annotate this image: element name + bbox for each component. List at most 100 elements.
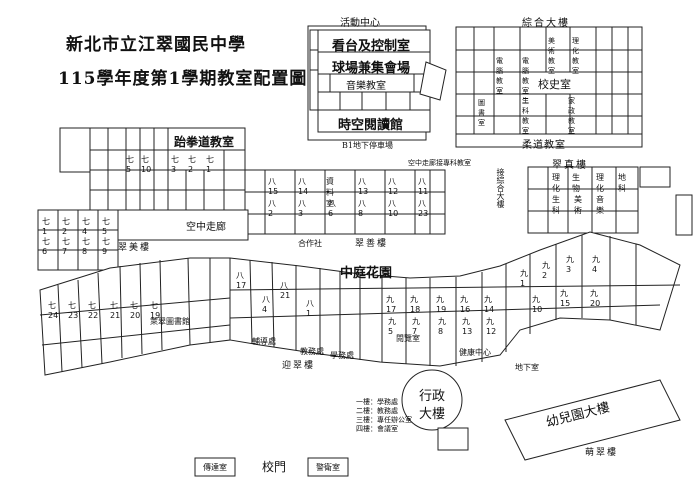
- label-mengcui: 萌翠樓: [585, 448, 619, 458]
- room: 生科教室: [522, 97, 529, 135]
- room: 九17: [386, 295, 397, 314]
- label-yingcui: 迎翠樓: [282, 361, 316, 371]
- cuishan-building: [244, 169, 446, 235]
- label-b1-parking: B1地下停車場: [342, 141, 393, 150]
- room: 八14: [298, 177, 309, 196]
- label-garden: 中庭花園: [340, 266, 393, 281]
- taekwondo-block: [59, 127, 246, 213]
- room: 生物: [572, 173, 580, 193]
- room: 九7: [412, 317, 420, 336]
- room: 九14: [484, 295, 495, 314]
- label-rouda: 柔道教室: [522, 140, 566, 151]
- room: 七20: [130, 301, 141, 320]
- room: 九19: [436, 295, 447, 314]
- room: 七5: [102, 217, 110, 236]
- label-music-room: 音樂教室: [346, 81, 386, 92]
- room: 地科: [618, 173, 626, 193]
- room: 七2: [188, 155, 196, 174]
- room: 家政教室: [568, 97, 575, 135]
- room: 八21: [280, 281, 291, 300]
- room: 八13: [358, 177, 369, 196]
- gate-area: [194, 457, 349, 477]
- room: 八2: [268, 199, 276, 218]
- room: 九1: [520, 269, 528, 288]
- room: 九10: [532, 295, 543, 314]
- room: 八3: [298, 199, 306, 218]
- label-link-zonghe: 接綜合大樓: [496, 168, 505, 208]
- label-stage-control: 看台及控制室: [332, 39, 411, 54]
- room: 七23: [68, 301, 79, 320]
- room: 九8: [438, 317, 446, 336]
- room: 八6: [328, 199, 336, 218]
- label-meeting: 閱覽室: [396, 334, 420, 343]
- label-east-exit: 地下室: [515, 363, 539, 372]
- room: 八17: [236, 271, 247, 290]
- room: 七8: [82, 237, 90, 256]
- room: 七3: [171, 155, 179, 174]
- room: 九5: [388, 317, 396, 336]
- label-time-reading: 時空閱讀館: [338, 118, 404, 133]
- room: 美術教室: [548, 37, 555, 75]
- admin-building: [401, 369, 469, 451]
- label-zonghe: 綜合大樓: [522, 18, 570, 29]
- room: 九18: [410, 295, 421, 314]
- label-students: 學務處: [330, 351, 354, 360]
- room: 資料室: [326, 177, 334, 208]
- air-corridor-diagonal: [419, 61, 447, 101]
- label-air-corridor: 空中走廊: [186, 222, 226, 233]
- room: 八1: [306, 299, 314, 318]
- label-health: 健康中心: [459, 348, 491, 357]
- label-school-history: 校史室: [538, 78, 571, 91]
- room: 理化: [596, 173, 604, 193]
- label-admin: 行政大樓: [418, 389, 445, 422]
- cuizhen-building: [527, 166, 693, 236]
- room: 七10: [141, 155, 152, 174]
- floor-legend: 一樓：學務處 二樓：教務處 三樓：專任辦公室 四樓：會議室: [356, 398, 412, 434]
- yingcui-block: [37, 209, 249, 271]
- label-air-corridor-link: 空中走廊接專科教室: [408, 159, 471, 167]
- cuizhi-chain: [229, 231, 681, 367]
- room: 電腦教室二: [522, 57, 529, 105]
- kindergarten-building: [504, 379, 681, 461]
- room: 九15: [560, 289, 571, 308]
- label-activity-center: 活動中心: [340, 18, 380, 29]
- room: 九3: [566, 255, 574, 274]
- legend-item: 三樓：專任辦公室: [356, 416, 412, 424]
- title-line-2: 115學年度第1學期教室配置圖: [58, 69, 308, 89]
- room: 七1: [42, 217, 50, 236]
- room: 理化: [552, 173, 560, 193]
- room: 電腦教室: [496, 57, 503, 95]
- room: 九20: [590, 289, 601, 308]
- label-counseling: 輔導處: [252, 337, 276, 346]
- label-cuizhen: 翠真樓: [552, 160, 588, 171]
- label-cuimei: 翠美樓: [118, 243, 152, 253]
- label-cooperative: 合作社: [298, 239, 322, 248]
- room: 八4: [262, 295, 270, 314]
- room: 七24: [48, 301, 59, 320]
- room: 八12: [388, 177, 399, 196]
- room: 七6: [42, 237, 50, 256]
- room: 八10: [388, 199, 399, 218]
- room: 七5: [126, 155, 134, 174]
- room: 七21: [110, 301, 121, 320]
- room: 八23: [418, 199, 429, 218]
- room: 生科: [552, 195, 560, 215]
- label-academic: 教務處: [300, 347, 324, 356]
- activity-center-block: [307, 25, 431, 141]
- label-library-cui: 萊翠圖書館: [150, 317, 190, 326]
- room: 美術: [574, 195, 582, 215]
- label-assembly: 球場兼集會場: [332, 61, 411, 76]
- label-cuishan: 翠善樓: [355, 239, 389, 249]
- label-gate: 校門: [262, 460, 287, 474]
- room: 七19: [150, 301, 161, 320]
- room: 七2: [62, 217, 70, 236]
- zonghe-building: [455, 26, 643, 148]
- room: 音樂: [596, 195, 604, 215]
- room: 七1: [206, 155, 214, 174]
- room: 七4: [82, 217, 90, 236]
- room: 九4: [592, 255, 600, 274]
- label-guard-right: 警衛室: [316, 463, 340, 472]
- legend-item: 二樓：教務處: [356, 407, 398, 415]
- legend-item: 一樓：學務處: [356, 398, 398, 406]
- room: 九12: [486, 317, 497, 336]
